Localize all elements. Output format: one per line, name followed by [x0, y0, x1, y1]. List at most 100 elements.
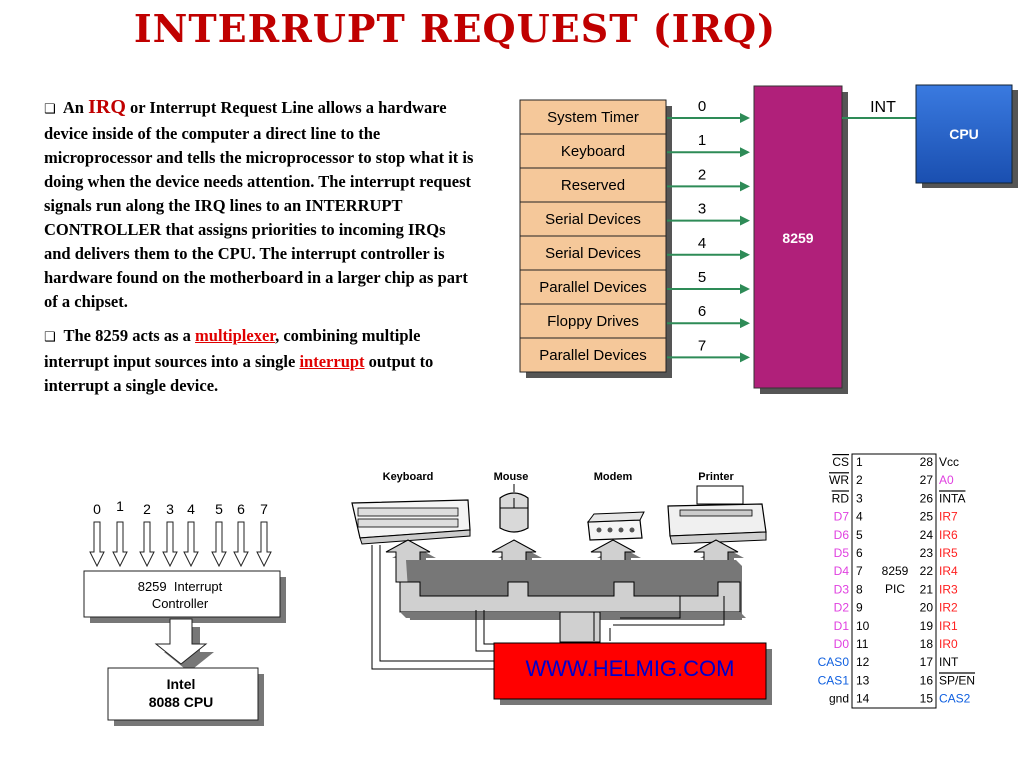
controller-input-number: 1 — [116, 498, 124, 514]
pin-row: 21 IR3 — [920, 582, 958, 596]
irq-device-box: Parallel Devices — [519, 337, 672, 378]
controller-input-number: 0 — [93, 501, 101, 517]
controller-to-cpu-arrow — [154, 618, 214, 672]
irq-line-number: 4 — [698, 235, 706, 252]
pin-name-left: CAS1 — [818, 673, 850, 687]
intel-cpu-block: Intel 8088 CPU — [107, 667, 264, 726]
pin-name-left: D1 — [834, 619, 850, 633]
multiplexer-link[interactable]: multiplexer — [195, 326, 276, 345]
pin-number-left: 12 — [856, 655, 870, 669]
pin-number-right: 21 — [920, 582, 934, 596]
pin-name-left: D7 — [834, 510, 850, 524]
checkbox-bullet-icon: ❑ — [44, 330, 56, 345]
irq-device-box: Parallel Devices — [519, 269, 672, 310]
controller-input-arrow — [112, 521, 128, 568]
pin-number-right: 17 — [920, 655, 934, 669]
device-box — [519, 269, 667, 305]
p1-irq: IRQ — [88, 96, 126, 118]
paragraph-8259: ❑ The 8259 acts as a multiplexer, combin… — [44, 324, 474, 398]
pin-row: 19 IR1 — [920, 619, 958, 633]
controller-input-number: 7 — [260, 501, 268, 517]
device-label: Serial Devices — [545, 211, 641, 228]
pin-number-left: 11 — [856, 637, 869, 651]
controller-input-number: 2 — [143, 501, 151, 517]
irq-line-number: 2 — [698, 166, 706, 183]
pin-number-right: 19 — [920, 619, 934, 633]
device-box — [519, 167, 667, 203]
controller-input-number: 4 — [187, 501, 195, 517]
device-label: Parallel Devices — [539, 279, 647, 296]
pin-row: D1 10 — [834, 619, 870, 633]
irq-line-number: 6 — [698, 303, 706, 320]
modem-icon — [586, 511, 645, 541]
p1-rest: or Interrupt Request Line allows a hardw… — [44, 98, 474, 311]
device-label-printer: Printer — [698, 471, 734, 483]
pin-name-left: D5 — [834, 546, 850, 560]
pin-name-left: D4 — [834, 564, 850, 578]
controller-line1: 8259 Interrupt — [138, 579, 223, 594]
bus-wires — [371, 545, 725, 670]
pin-name-right: A0 — [939, 473, 954, 487]
p1-lead: An — [62, 98, 84, 117]
pin-number-left: 5 — [856, 528, 863, 542]
cpu-block: CPU — [915, 84, 1018, 188]
pin-number-right: 25 — [920, 510, 934, 524]
pin-name-right: IR7 — [939, 510, 958, 524]
irq-line-number: 5 — [698, 269, 706, 286]
irq-line-number: 1 — [698, 132, 706, 149]
pin-name-left: gnd — [829, 692, 849, 706]
irq-device-box: Serial Devices — [519, 201, 672, 242]
device-label: Floppy Drives — [547, 313, 639, 330]
pin-row: D4 7 — [834, 564, 863, 578]
chip-8259-label: 8259 — [782, 230, 813, 246]
pin-name-left: CS — [832, 455, 849, 469]
pin-number-right: 26 — [920, 491, 934, 505]
pin-name-right: Vcc — [939, 455, 959, 469]
pin-name-left: RD — [832, 491, 850, 505]
pin-number-left: 9 — [856, 601, 863, 615]
pin-number-left: 2 — [856, 473, 863, 487]
controller-input-arrow — [233, 521, 249, 568]
controller-input-number: 5 — [215, 501, 223, 517]
pin-number-left: 7 — [856, 564, 863, 578]
pin-number-right: 18 — [920, 637, 934, 651]
device-label: System Timer — [547, 109, 639, 126]
controller-input-arrow — [183, 521, 199, 568]
controller-input-number: 3 — [166, 501, 174, 517]
irq-line-number: 0 — [698, 98, 706, 115]
pin-number-right: 16 — [920, 673, 934, 687]
page-title: INTERRUPT REQUEST (IRQ) — [133, 6, 777, 51]
pin-number-left: 8 — [856, 582, 863, 596]
pin-number-left: 10 — [856, 619, 870, 633]
irq-line-number: 3 — [698, 201, 706, 218]
pin-number-right: 20 — [920, 601, 934, 615]
pin-name-left: D3 — [834, 582, 850, 596]
device-label-modem: Modem — [594, 471, 633, 483]
description-text: ❑ An IRQ or Interrupt Request Line allow… — [44, 95, 474, 408]
controller-input-arrow — [162, 521, 178, 568]
controller-block: 8259 Interrupt Controller — [83, 570, 286, 623]
chip-8259-block: 8259 — [753, 85, 848, 394]
pin-row: 25 IR7 — [920, 510, 958, 524]
paragraph-irq: ❑ An IRQ or Interrupt Request Line allow… — [44, 95, 474, 314]
pin-name-right: IR1 — [939, 619, 958, 633]
pin-name-left: WR — [829, 473, 849, 487]
pin-number-left: 4 — [856, 510, 863, 524]
device-label: Reserved — [561, 177, 625, 194]
pin-name-right: IR3 — [939, 582, 958, 596]
pin-row: D3 8 — [834, 582, 863, 596]
keyboard-icon — [351, 499, 471, 545]
interrupt-link[interactable]: interrupt — [299, 352, 365, 371]
p2-part1: The 8259 acts as a — [63, 326, 191, 345]
